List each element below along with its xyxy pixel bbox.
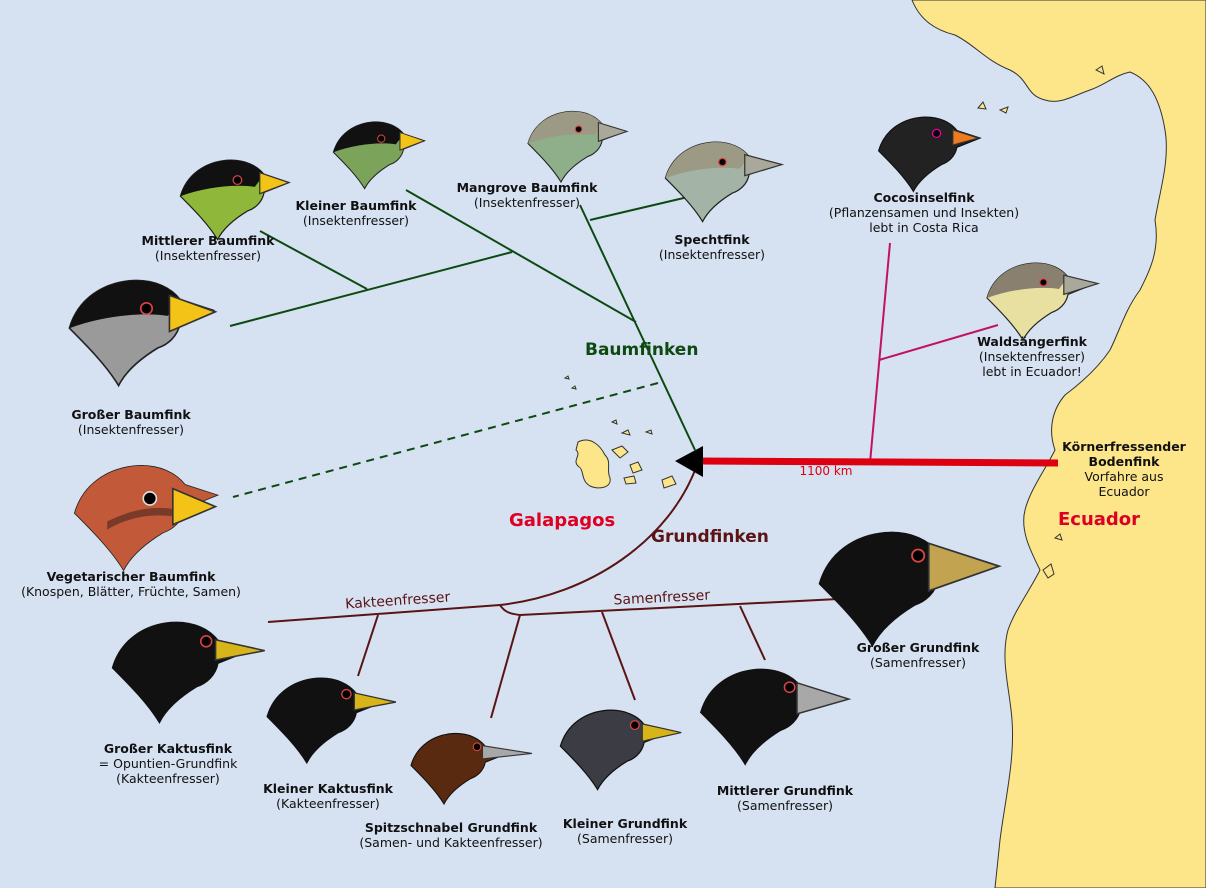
finch-head-icon	[332, 121, 426, 190]
bird-name: Mittlerer Baumfink	[141, 233, 275, 248]
bird-diet: (Insektenfresser)	[77, 422, 185, 437]
finch-head-icon	[68, 279, 218, 387]
finch-head-icon	[700, 668, 852, 765]
branch-grosser-baumfink	[229, 251, 513, 327]
label-koernerfressender-bodenfink: Körnerfressender Bodenfink Vorfahre aus …	[1062, 439, 1186, 499]
label-vegetarischer-baumfink: Vegetarischer Baumfink (Knospen, Blätter…	[21, 569, 241, 599]
tree-finch-trunk	[579, 204, 696, 451]
ground-finch-branches	[267, 464, 859, 719]
bird-name: Großer Baumfink	[71, 407, 191, 422]
bird-diet: (Samen- und Kakteenfresser)	[359, 835, 543, 850]
migration-arrow-line	[699, 457, 1059, 467]
branch-kakteenfresser	[267, 604, 501, 623]
bird-name: Kleiner Kaktusfink	[263, 781, 393, 796]
bird-name: Vegetarischer Baumfink	[46, 569, 216, 584]
bird-diet: (Samenfresser)	[870, 655, 966, 670]
bird-name: Kleiner Baumfink	[295, 198, 417, 213]
ground-finch-trunk	[499, 464, 698, 606]
region-label-grundfinken: Grundfinken	[651, 527, 769, 547]
bird-diet: (Knospen, Blätter, Früchte, Samen)	[21, 584, 241, 599]
label-kleiner-kaktusfink: Kleiner Kaktusfink (Kakteenfresser)	[263, 781, 393, 811]
bird-name-line1: Körnerfressender	[1062, 439, 1186, 454]
label-mittlerer-baumfink: Mittlerer Baumfink (Insektenfresser)	[142, 233, 275, 263]
bird-diet: (Pflanzensamen und Insekten)	[828, 205, 1020, 220]
bird-diet: (Insektenfresser)	[978, 349, 1086, 364]
bird-diet: (Kakteenfresser)	[116, 771, 220, 786]
branch-waldsaengerfink	[878, 324, 999, 361]
region-label-ecuador: Ecuador	[1058, 509, 1141, 530]
distance-label: 1100 km	[800, 464, 853, 478]
finch-head-icon	[410, 732, 533, 805]
mainland-finch-branches	[869, 242, 999, 464]
label-kleiner-baumfink: Kleiner Baumfink (Insektenfresser)	[296, 198, 417, 228]
branch-cocosinselfink	[869, 242, 891, 464]
bird-name: Großer Grundfink	[856, 640, 980, 655]
galapagos-islands	[563, 375, 677, 489]
bird-name: Spechtfink	[674, 232, 750, 247]
branch-spitzschnabel-grundfink	[490, 614, 521, 719]
bird-diet: (Insektenfresser)	[154, 248, 262, 263]
tree-finch-branches	[229, 189, 696, 498]
label-grosser-baumfink: Großer Baumfink (Insektenfresser)	[71, 407, 190, 437]
bird-name: Spitzschnabel Grundfink	[364, 820, 538, 835]
bird-name: Mittlerer Grundfink	[716, 783, 854, 798]
finch-head-icon	[179, 159, 291, 241]
label-grosser-grundfink: Großer Grundfink (Samenfresser)	[857, 640, 980, 670]
bird-diet: (Samenfresser)	[737, 798, 833, 813]
branch-mittlerer-baumfink	[259, 230, 368, 290]
bird-alias: = Opuntien-Grundfink	[98, 756, 238, 771]
bird-name: Cocosinselfink	[873, 190, 975, 205]
bird-diet: (Insektenfresser)	[302, 213, 410, 228]
label-mittlerer-grundfink: Mittlerer Grundfink (Samenfresser)	[717, 783, 853, 813]
bird-note-line1: Vorfahre aus	[1084, 469, 1164, 484]
finch-head-icon	[664, 141, 785, 223]
bird-note: lebt in Ecuador!	[982, 364, 1082, 379]
bird-name: Kleiner Grundfink	[562, 816, 688, 831]
label-spitzschnabel-grundfink: Spitzschnabel Grundfink (Samen- und Kakt…	[359, 820, 542, 850]
bird-diet: (Insektenfresser)	[473, 195, 581, 210]
mainland-coast	[911, 0, 1206, 888]
bird-note-line2: Ecuador	[1098, 484, 1150, 499]
branch-kleiner-grundfink	[601, 611, 636, 701]
region-label-baumfinken: Baumfinken	[585, 340, 699, 360]
branch-spechtfink	[589, 196, 689, 221]
region-label-galapagos: Galapagos	[509, 510, 616, 531]
finch-head-icon	[266, 677, 397, 764]
branch-kleiner-kaktusfink	[357, 614, 379, 677]
finch-head-icon	[818, 531, 1002, 647]
branch-vegetarischer-baumfink	[232, 382, 659, 498]
bird-name: Mangrove Baumfink	[456, 180, 598, 195]
label-cocosinselfink: Cocosinselfink (Pflanzensamen und Insekt…	[829, 190, 1019, 235]
finch-head-icon	[986, 262, 1101, 341]
bird-note: lebt in Costa Rica	[869, 220, 979, 235]
branch-mittlerer-grundfink	[739, 605, 766, 661]
branch-label-samenfresser: Samenfresser	[613, 587, 710, 608]
branch-label-kakteenfresser: Kakteenfresser	[345, 589, 451, 612]
label-spechtfink: Spechtfink (Insektenfresser)	[659, 232, 765, 262]
finch-head-icon	[527, 110, 629, 183]
finch-head-icon	[111, 621, 265, 724]
label-grosser-kaktusfink: Großer Kaktusfink = Opuntien-Grundfink (…	[99, 741, 238, 786]
bird-name-line2: Bodenfink	[1088, 454, 1160, 469]
bird-name: Großer Kaktusfink	[103, 741, 233, 756]
bird-name: Waldsängerfink	[977, 334, 1087, 349]
label-kleiner-grundfink: Kleiner Grundfink (Samenfresser)	[563, 816, 687, 846]
finch-head-icon	[878, 116, 981, 192]
bird-diet: (Kakteenfresser)	[276, 796, 380, 811]
coastal-islets	[977, 65, 1105, 579]
migration-arrow-head	[675, 446, 703, 477]
finch-head-icon	[73, 465, 219, 572]
finch-head-icon	[559, 709, 682, 791]
branch-kleiner-baumfink	[405, 189, 637, 323]
label-waldsaengerfink: Waldsängerfink (Insektenfresser) lebt in…	[977, 334, 1087, 379]
bird-diet: (Samenfresser)	[577, 831, 673, 846]
label-mangrove-baumfink: Mangrove Baumfink (Insektenfresser)	[457, 180, 598, 210]
bird-diet: (Insektenfresser)	[658, 247, 766, 262]
